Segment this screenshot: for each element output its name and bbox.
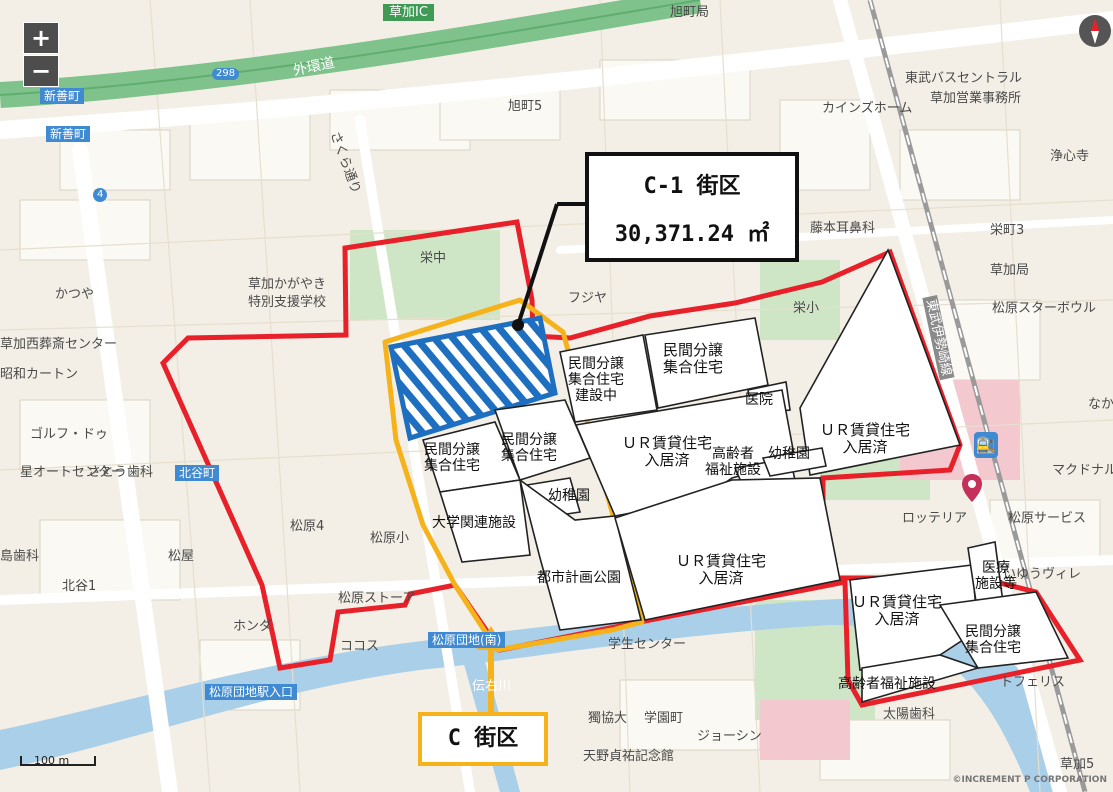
place-label: ゴルフ・ドゥ	[30, 427, 109, 442]
block-label: 医院	[745, 392, 773, 408]
train-station-icon[interactable]: 🚉	[974, 432, 998, 458]
block-label: 大学関連施設	[432, 515, 516, 531]
block-label: 民間分譲集合住宅	[965, 624, 1021, 657]
place-label: 北谷1	[62, 579, 97, 594]
place-label: トフェリス	[1000, 675, 1066, 690]
place-label: かつや	[55, 287, 95, 302]
c1-block-area[interactable]	[388, 315, 558, 442]
zoom-in-button[interactable]: +	[23, 22, 59, 54]
block-label: ＵＲ賃貸住宅入居済	[852, 593, 943, 629]
block-elderly-care-2[interactable]	[861, 654, 981, 704]
block-label: ＵＲ賃貸住宅入居済	[676, 552, 767, 588]
ic-label: 草加IC	[383, 4, 434, 21]
callout-title: C-1 街区	[643, 174, 741, 199]
place-label: カインズホーム	[822, 101, 913, 116]
scale-label: 100 m	[34, 754, 70, 767]
block-label: 医療施設等	[975, 560, 1017, 593]
block-university-facility[interactable]	[438, 479, 531, 563]
place-label: ロッテリア	[902, 511, 968, 526]
block-label: 都市計画公園	[537, 570, 621, 586]
place-label: 松原スターボウル	[992, 301, 1097, 316]
place-label: 松屋	[168, 549, 195, 564]
block-city-park[interactable]	[518, 478, 642, 631]
place-label: 松原4	[290, 519, 325, 534]
location-pin-icon[interactable]	[962, 474, 982, 502]
place-label: 松原ストーア	[338, 591, 416, 606]
place-label: 学園町	[644, 711, 684, 726]
place-label: 栄中	[420, 251, 447, 266]
block-private-condo-4[interactable]	[938, 591, 1070, 669]
place-label: フジヤ	[568, 291, 608, 306]
place-label: 藤本耳鼻科	[810, 221, 876, 236]
c-block-label: C 街区	[418, 712, 548, 766]
place-label: ココス	[340, 639, 380, 654]
place-label: 旭町局	[670, 5, 710, 20]
block-label: ＵＲ賃貸住宅入居済	[820, 421, 911, 457]
place-label: いゆうヴィレ	[1003, 567, 1082, 582]
block-label: 民間分譲集合住宅	[501, 432, 557, 465]
block-label: 民間分譲集合住宅	[663, 341, 724, 377]
scale-bar: 100 m	[20, 754, 96, 767]
bus-stop-label: 北谷町	[175, 465, 220, 481]
place-label: 特別支援学校	[248, 295, 327, 310]
place-label: 島歯科	[0, 549, 40, 564]
block-ur-rental-4[interactable]	[849, 564, 979, 671]
block-label: ＵＲ賃貸住宅入居済	[622, 434, 713, 470]
place-label: 昭和カートン	[0, 367, 79, 382]
place-label: 獨協大	[588, 711, 628, 726]
place-label: 浄心寺	[1050, 149, 1090, 164]
place-label: マクドナル	[1052, 463, 1113, 478]
river-label: 伝右川	[472, 679, 512, 694]
route-298-badge: 298	[212, 68, 240, 80]
place-label: 旭町5	[508, 99, 543, 114]
block-label: 民間分譲集合住宅	[424, 442, 480, 475]
callout-area: 30,371.24 ㎡	[614, 222, 770, 247]
place-label: 松原小	[370, 531, 410, 546]
place-label: 東武バスセントラル	[905, 71, 1023, 86]
place-label: 栄小	[793, 301, 820, 316]
place-label: 松原サービス	[1008, 511, 1087, 526]
bus-stop-label: 新善町	[46, 126, 91, 142]
place-label: ジョーシン	[697, 729, 762, 744]
block-label: 高齢者福祉施設	[705, 446, 761, 479]
block-private-condo-3[interactable]	[493, 399, 592, 481]
place-label: 草加局	[990, 263, 1030, 278]
bus-stop-label: 松原団地(南)	[428, 632, 506, 648]
place-label: ホンダ	[233, 619, 273, 634]
bus-stop-label: 新善町	[40, 88, 85, 104]
c1-callout: C-1 街区 30,371.24 ㎡	[585, 152, 799, 262]
route-4-badge: 4	[93, 188, 108, 202]
zoom-out-button[interactable]: −	[23, 55, 59, 87]
place-label: 草加5	[1060, 757, 1095, 772]
place-label: 学生センター	[608, 637, 687, 652]
block-label: 民間分譲集合住宅建設中	[568, 356, 624, 405]
place-label: 草加営業事務所	[930, 91, 1022, 106]
copyright-label: ©INCREMENT P CORPORATION	[952, 775, 1107, 785]
compass-icon[interactable]	[1078, 14, 1112, 48]
place-label: 栄町3	[990, 223, 1025, 238]
block-ur-rental-3[interactable]	[614, 477, 841, 621]
block-label: 幼稚園	[768, 446, 810, 462]
place-label: さとう歯科	[88, 465, 154, 480]
place-label: 天野貞祐記念館	[583, 749, 675, 764]
bus-stop-label: 松原団地駅入口	[205, 684, 298, 700]
block-label: 幼稚園	[548, 488, 590, 504]
place-label: 太陽歯科	[883, 707, 936, 722]
block-private-condo-under-construction[interactable]	[559, 334, 658, 423]
place-label: 星オートセンター	[20, 465, 125, 480]
block-kindergarten-1[interactable]	[761, 447, 827, 477]
place-label: 草加西葬斎センター	[0, 337, 118, 352]
place-label: 草加かがやき	[248, 277, 327, 292]
block-label: 高齢者福祉施設	[838, 676, 936, 692]
place-label: なか	[1088, 397, 1113, 412]
